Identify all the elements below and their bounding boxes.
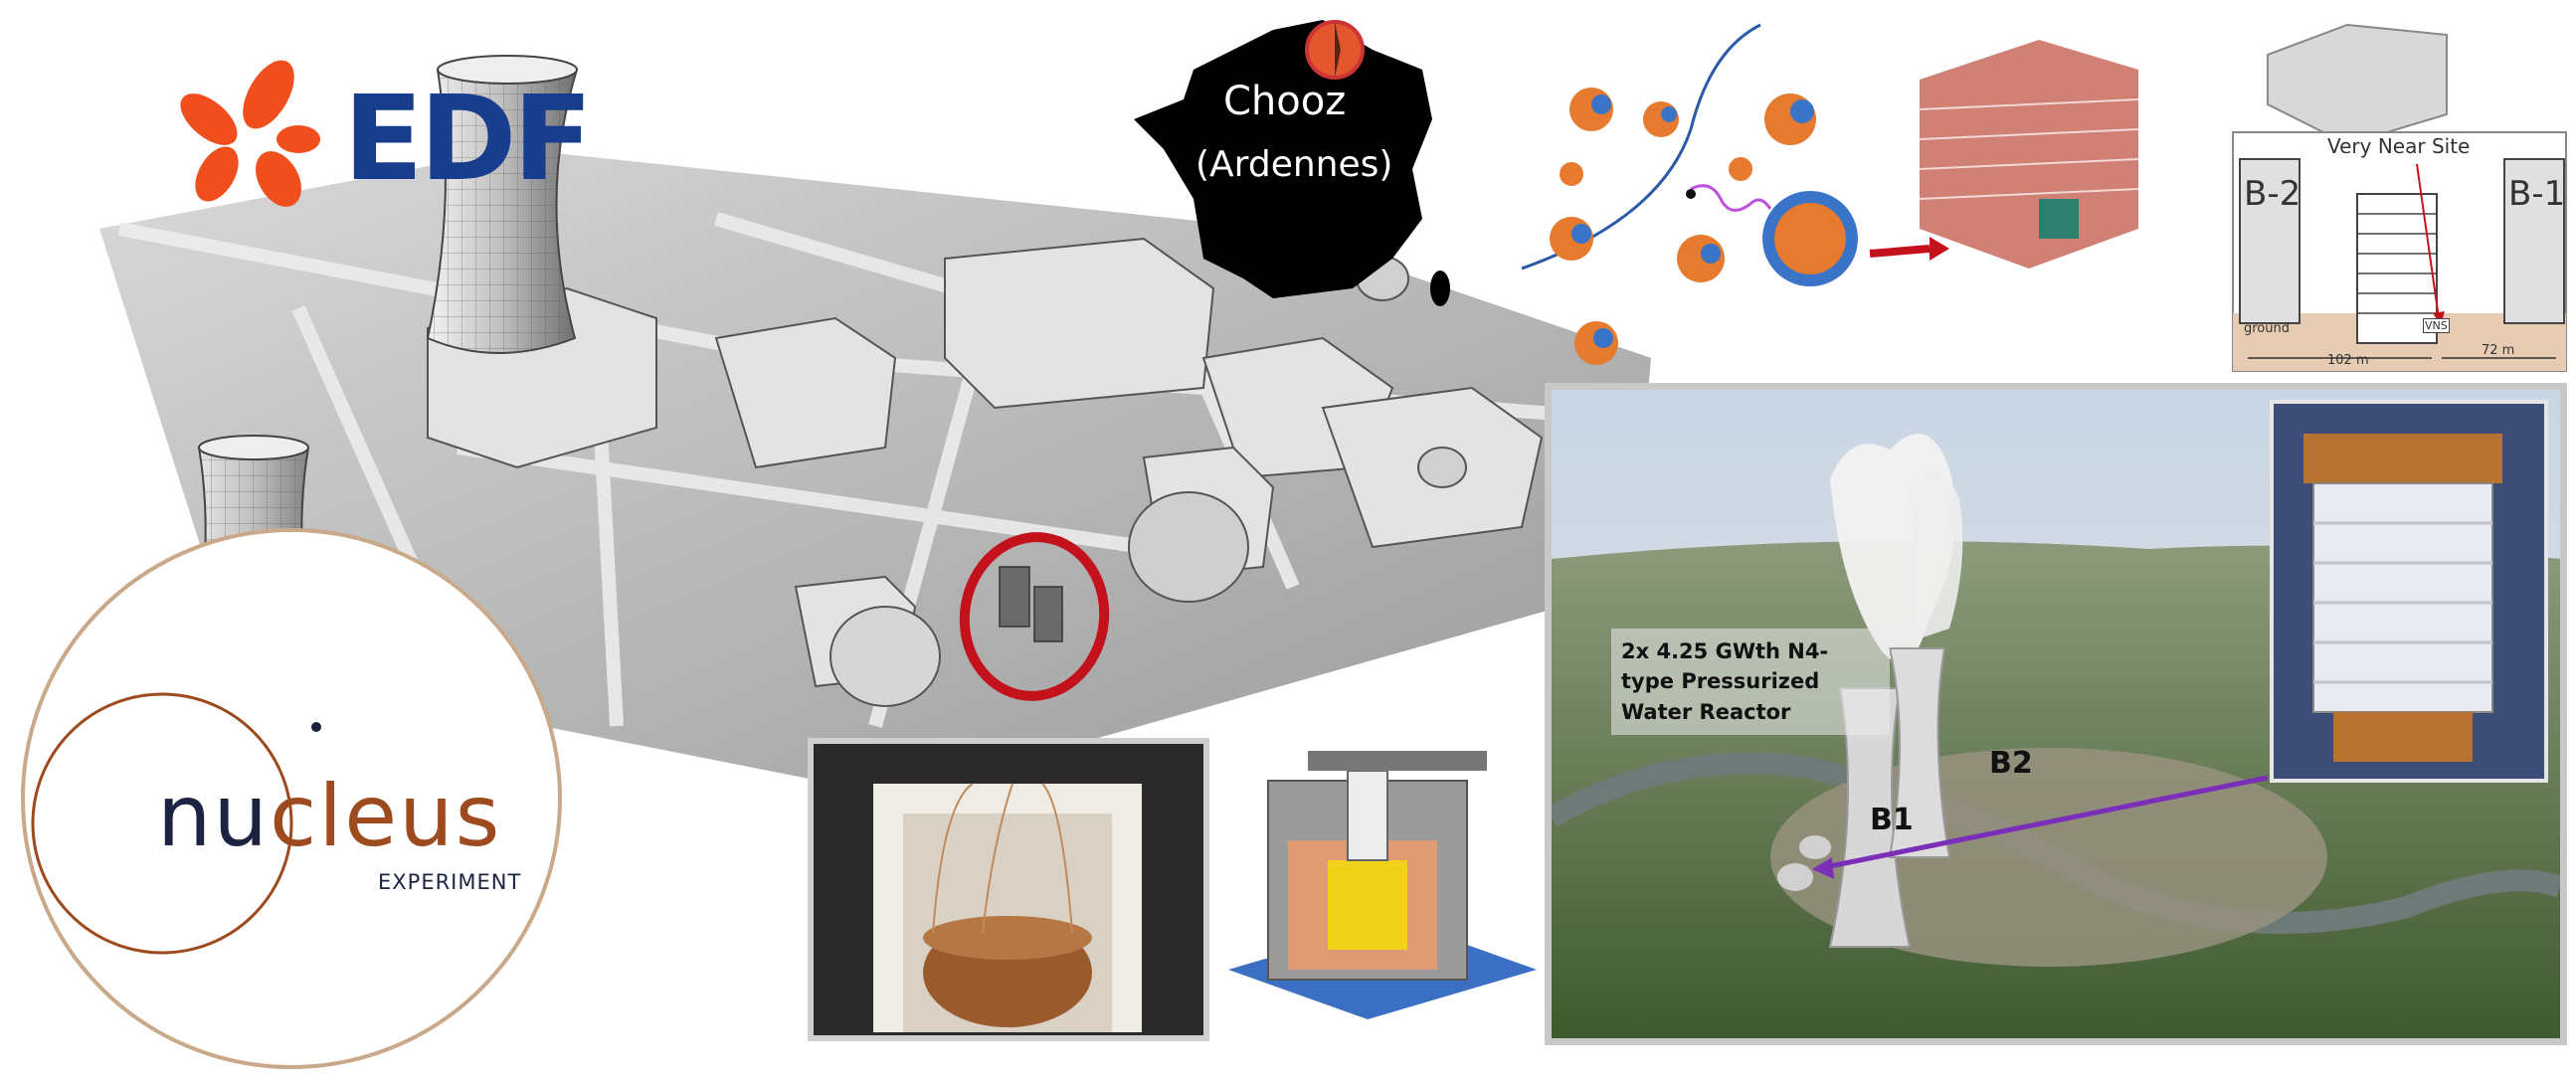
edf-flower-icon	[180, 60, 320, 207]
cryostat-photo	[808, 738, 1209, 1041]
nucleus-wordmark-nu: nu	[157, 767, 271, 866]
vns-ground-label: ground	[2244, 321, 2290, 336]
detector-arrow	[1824, 775, 2269, 870]
nucleus-experiment-logo: nucleus EXPERIMENT	[8, 525, 575, 1072]
shielding-cad-model	[1228, 751, 1537, 1019]
map-site-label: Chooz	[1223, 79, 1347, 124]
vns-right-building: B-1	[2508, 174, 2566, 214]
vns-title: Very Near Site	[2327, 134, 2471, 158]
nucleus-cluster-icon	[1550, 88, 1858, 365]
very-near-site-diagram: Very Near Site B-2 B-1 ground VNS 102 m …	[2228, 15, 2571, 373]
vns-distance-b2: 102 m	[2327, 353, 2369, 368]
nucleus-wordmark: nucleus	[157, 774, 501, 859]
vns-distance-b1: 72 m	[2482, 343, 2515, 358]
edf-wordmark: EDF	[343, 70, 593, 207]
neutrino-scattering-diagram	[1521, 23, 1949, 365]
aerial-site-photo: 2x 4.25 GWth N4-type Pressurized Water R…	[1545, 383, 2567, 1045]
edf-logo: EDF	[169, 50, 593, 219]
vns-left-building: B-2	[2244, 174, 2301, 214]
nucleus-wordmark-cleus: cleus	[270, 767, 502, 866]
b2-label: B2	[1989, 746, 2033, 781]
detector-location-highlight	[959, 532, 1110, 701]
reactor-description-label: 2x 4.25 GWth N4-type Pressurized Water R…	[1611, 629, 1890, 736]
nucleus-experiment-label: EXPERIMENT	[378, 870, 522, 894]
b1-label: B1	[1870, 803, 1914, 837]
map-region-label: (Ardennes)	[1196, 144, 1393, 185]
france-map: Chooz (Ardennes)	[1124, 10, 1452, 308]
vns-tag: VNS	[2423, 318, 2450, 333]
reactor-building-model	[1919, 40, 2139, 269]
france-silhouette-icon	[1134, 20, 1450, 306]
detector-inset-photo	[2270, 400, 2548, 783]
